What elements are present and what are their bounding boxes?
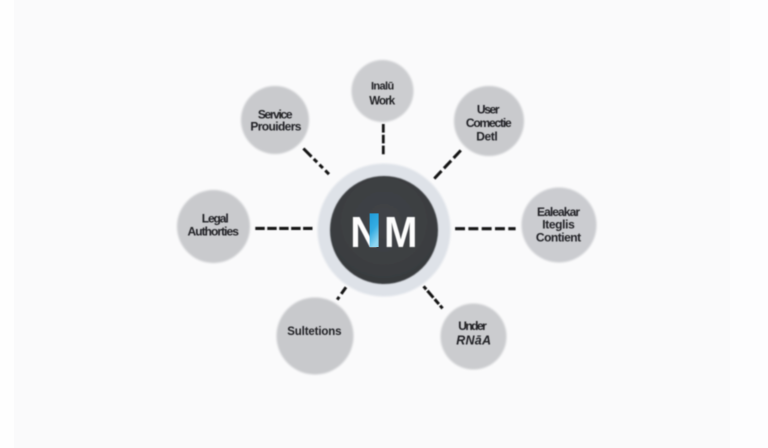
- svg-text:Contient: Contient: [536, 231, 581, 245]
- svg-text:Service: Service: [258, 108, 293, 122]
- svg-text:Under: Under: [458, 319, 487, 333]
- svg-text:Authorties: Authorties: [188, 225, 240, 239]
- svg-text:Work: Work: [369, 95, 396, 107]
- svg-text:Prouiders: Prouiders: [250, 119, 301, 133]
- svg-text:Inalū: Inalū: [371, 80, 394, 92]
- svg-text:Ealeakar: Ealeakar: [537, 205, 580, 219]
- svg-text:Detl: Detl: [476, 129, 498, 143]
- svg-text:Sultetions: Sultetions: [287, 326, 341, 338]
- svg-text:Iteglis: Iteglis: [542, 217, 575, 231]
- svg-text:M: M: [384, 209, 418, 257]
- svg-text:RNāA: RNāA: [456, 333, 491, 347]
- svg-text:User: User: [477, 102, 500, 116]
- svg-text:Legal: Legal: [202, 212, 229, 226]
- svg-text:Comectie: Comectie: [466, 116, 512, 130]
